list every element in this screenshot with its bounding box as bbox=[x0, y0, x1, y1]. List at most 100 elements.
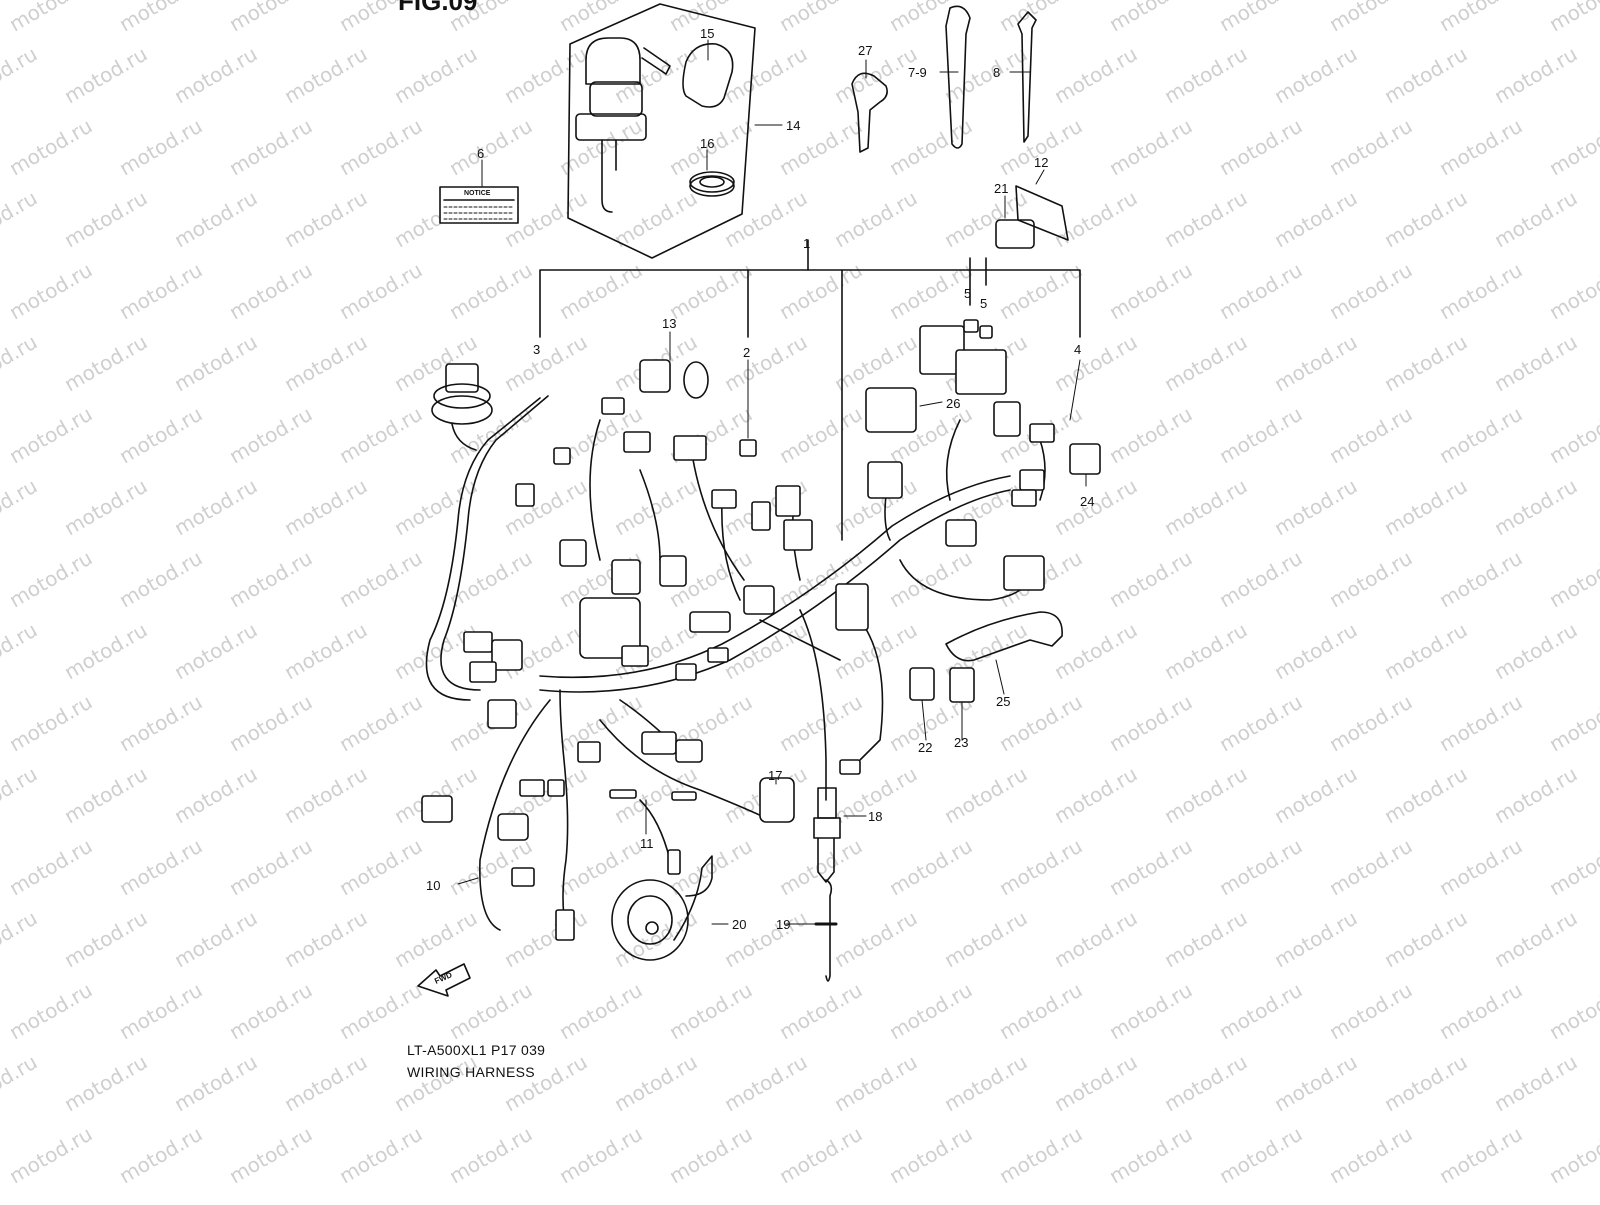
watermark-text: motod.ru bbox=[1325, 978, 1416, 1045]
watermark-text: motod.ru bbox=[1105, 1122, 1196, 1189]
watermark-text: motod.ru bbox=[0, 42, 41, 109]
watermark-text: motod.ru bbox=[1160, 1194, 1251, 1200]
callout-14: 14 bbox=[786, 118, 800, 133]
watermark-text: motod.ru bbox=[170, 186, 261, 253]
watermark-text: motod.ru bbox=[940, 42, 1031, 109]
watermark-text: motod.ru bbox=[60, 330, 151, 397]
watermark-text: motod.ru bbox=[335, 834, 426, 901]
watermark-text: motod.ru bbox=[1545, 546, 1600, 613]
watermark-text: motod.ru bbox=[775, 0, 866, 36]
watermark-text: motod.ru bbox=[610, 1050, 701, 1117]
watermark-text: motod.ru bbox=[885, 258, 976, 325]
watermark-text: motod.ru bbox=[1215, 114, 1306, 181]
watermark-text: motod.ru bbox=[170, 762, 261, 829]
watermark-text: motod.ru bbox=[500, 906, 591, 973]
watermark-text: motod.ru bbox=[1490, 42, 1581, 109]
watermark-text: motod.ru bbox=[445, 114, 536, 181]
watermark-text: motod.ru bbox=[0, 186, 41, 253]
watermark-text: motod.ru bbox=[555, 978, 646, 1045]
watermark-text: motod.ru bbox=[170, 330, 261, 397]
notice-label-text: NOTICE bbox=[464, 190, 491, 197]
watermark-text: motod.ru bbox=[1160, 906, 1251, 973]
watermark-text: motod.ru bbox=[280, 330, 371, 397]
watermark-text: motod.ru bbox=[720, 1050, 811, 1117]
watermark-text: motod.ru bbox=[1490, 330, 1581, 397]
watermark-text: motod.ru bbox=[610, 1194, 701, 1200]
watermark-text: motod.ru bbox=[225, 0, 316, 36]
callout-12: 12 bbox=[1034, 155, 1048, 170]
watermark-text: motod.ru bbox=[940, 1194, 1031, 1200]
watermark-text: motod.ru bbox=[280, 42, 371, 109]
watermark-text: motod.ru bbox=[170, 474, 261, 541]
callout-16: 16 bbox=[700, 136, 714, 151]
watermark-text: motod.ru bbox=[555, 834, 646, 901]
watermark-text: motod.ru bbox=[885, 0, 976, 36]
watermark-text: motod.ru bbox=[115, 402, 206, 469]
watermark-text: motod.ru bbox=[830, 330, 921, 397]
watermark-text: motod.ru bbox=[1545, 1122, 1600, 1189]
callout-23: 23 bbox=[954, 735, 968, 750]
watermark-text: motod.ru bbox=[610, 474, 701, 541]
watermark-text: motod.ru bbox=[335, 978, 426, 1045]
watermark-text: motod.ru bbox=[390, 1050, 481, 1117]
watermark-text: motod.ru bbox=[335, 690, 426, 757]
watermark-text: motod.ru bbox=[830, 906, 921, 973]
watermark-text: motod.ru bbox=[445, 546, 536, 613]
watermark-text: motod.ru bbox=[390, 1194, 481, 1200]
callout-15: 15 bbox=[700, 26, 714, 41]
callout-11: 11 bbox=[640, 836, 654, 851]
watermark-text: motod.ru bbox=[1160, 618, 1251, 685]
fwd-arrow-text: FWD bbox=[433, 970, 454, 986]
watermark-text: motod.ru bbox=[225, 258, 316, 325]
watermark-text: motod.ru bbox=[1270, 186, 1361, 253]
watermark-text: motod.ru bbox=[170, 1050, 261, 1117]
watermark-text: motod.ru bbox=[1050, 474, 1141, 541]
watermark-text: motod.ru bbox=[775, 1122, 866, 1189]
watermark-text: motod.ru bbox=[5, 0, 96, 36]
watermark-text: motod.ru bbox=[1435, 1122, 1526, 1189]
watermark-text: motod.ru bbox=[5, 690, 96, 757]
watermark-text: motod.ru bbox=[335, 258, 426, 325]
watermark-text: motod.ru bbox=[335, 402, 426, 469]
watermark-text: motod.ru bbox=[225, 690, 316, 757]
watermark-text: motod.ru bbox=[1325, 258, 1416, 325]
watermark-text: motod.ru bbox=[1435, 978, 1526, 1045]
watermark-text: motod.ru bbox=[1435, 834, 1526, 901]
watermark-text: motod.ru bbox=[225, 1122, 316, 1189]
callout-1: 1 bbox=[803, 236, 810, 251]
watermark-text: motod.ru bbox=[1325, 114, 1416, 181]
watermark-text: motod.ru bbox=[280, 474, 371, 541]
callout-19: 19 bbox=[776, 917, 790, 932]
model-code: LT-A500XL1 P17 039 bbox=[407, 1042, 545, 1058]
watermark-text: motod.ru bbox=[500, 474, 591, 541]
watermark-text: motod.ru bbox=[1050, 906, 1141, 973]
watermark-text: motod.ru bbox=[1215, 690, 1306, 757]
watermark-text: motod.ru bbox=[1325, 690, 1416, 757]
watermark-text: motod.ru bbox=[1380, 474, 1471, 541]
watermark-text: motod.ru bbox=[1050, 618, 1141, 685]
watermark-text: motod.ru bbox=[225, 546, 316, 613]
watermark-text: motod.ru bbox=[1490, 906, 1581, 973]
watermark-text: motod.ru bbox=[280, 186, 371, 253]
watermark-text: motod.ru bbox=[1545, 978, 1600, 1045]
watermark-text: motod.ru bbox=[1215, 1122, 1306, 1189]
watermark-text: motod.ru bbox=[995, 834, 1086, 901]
watermark-text: motod.ru bbox=[60, 618, 151, 685]
watermark-text: motod.ru bbox=[115, 546, 206, 613]
watermark-text: motod.ru bbox=[5, 114, 96, 181]
watermark-text: motod.ru bbox=[1270, 474, 1361, 541]
watermark-text: motod.ru bbox=[280, 906, 371, 973]
watermark-text: motod.ru bbox=[1435, 546, 1526, 613]
watermark-text: motod.ru bbox=[1215, 0, 1306, 36]
watermark-text: motod.ru bbox=[5, 1122, 96, 1189]
callout-13: 13 bbox=[662, 316, 676, 331]
watermark-text: motod.ru bbox=[1050, 1050, 1141, 1117]
watermark-text: motod.ru bbox=[1380, 186, 1471, 253]
watermark-text: motod.ru bbox=[1380, 906, 1471, 973]
watermark-text: motod.ru bbox=[1325, 834, 1416, 901]
watermark-text: motod.ru bbox=[60, 474, 151, 541]
watermark-text: motod.ru bbox=[665, 978, 756, 1045]
watermark-text: motod.ru bbox=[0, 762, 41, 829]
watermark-text: motod.ru bbox=[500, 42, 591, 109]
watermark-text: motod.ru bbox=[830, 1194, 921, 1200]
